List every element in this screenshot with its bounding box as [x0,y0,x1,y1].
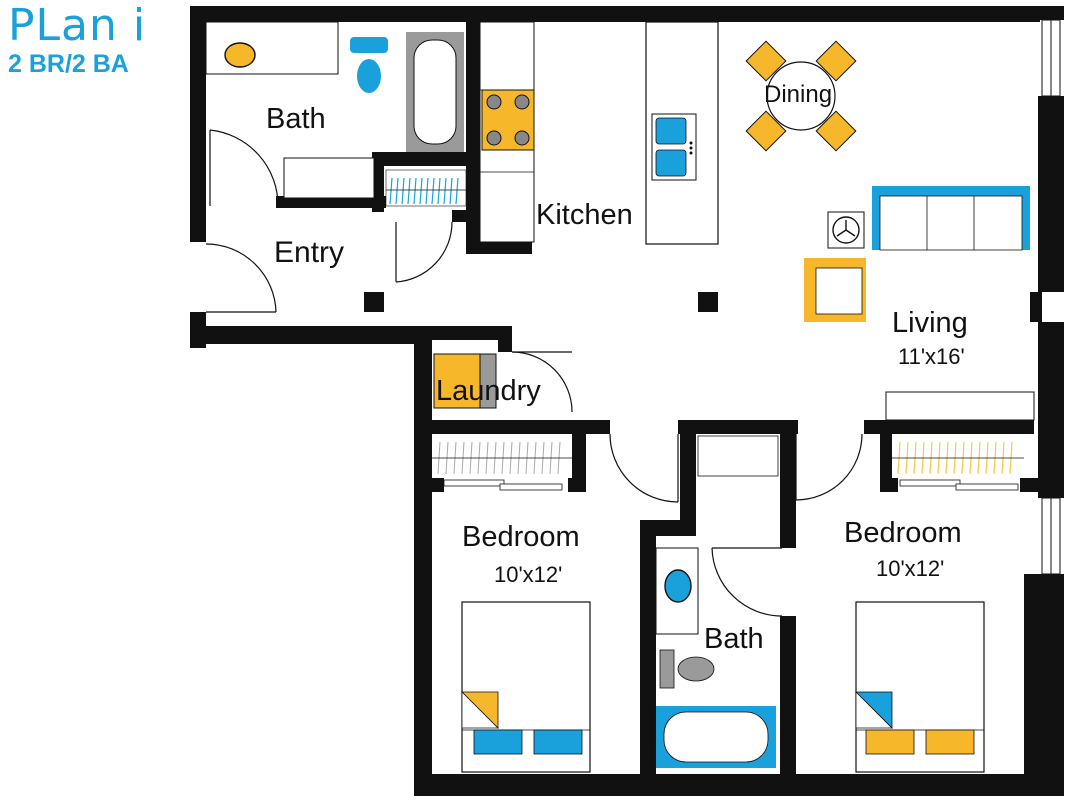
wall-bottom [414,774,1040,796]
pillow-icon [473,729,523,755]
pillow-icon [533,729,583,755]
dining-table-icon [766,61,836,131]
living-furniture [804,186,1035,421]
kitchen-fixtures [479,21,719,245]
wall-entry-bottom [190,326,430,344]
vanity-counter [205,21,339,75]
label-entry: Entry [274,236,344,269]
wall-bath2-right-upper [780,420,796,548]
doors [205,129,863,617]
wall-kitchen-left [466,22,480,254]
plan-title-block: PLan i 2 BR/2 BA [8,2,188,102]
wall-closet-bottom-r [452,210,480,222]
walls [190,6,1064,796]
label-kitchen: Kitchen [536,199,633,231]
label-bedroom-right: Bedroom [844,517,962,549]
chair-icon [745,40,787,82]
wall-bedroom-right-top [864,420,1034,434]
closet-right-return-c [1020,478,1038,492]
wall-bedroom-left [414,326,432,796]
laundry-fixtures [433,353,497,409]
bath2-toilet-bowl-icon [677,656,715,682]
bath2-hall-shelf [697,435,779,477]
bed-right-icon [855,601,985,773]
closet-right-return-b [880,478,898,492]
pillow-icon [865,729,915,755]
wall-bath2-left [680,420,696,528]
label-dining: Dining [764,81,832,108]
dining-set [745,40,857,152]
wall-top [190,6,1040,22]
wall-bath2-right-lower [780,616,796,784]
column-left [364,292,384,312]
wall-right-b [1030,292,1042,322]
label-bedroom-left: Bedroom [462,521,580,553]
chair-icon [815,110,857,152]
room-labels: Bath Entry Kitchen Dining Living 11'x16'… [266,81,968,655]
wall-closet-left [372,152,384,212]
label-living: Living [892,307,968,339]
wall-bedroom-left-top [414,420,610,434]
wall-left-upper [190,6,206,242]
chair-icon [815,40,857,82]
sink-icon [224,42,256,68]
wall-right-c [1038,322,1064,498]
dryer-icon [479,353,497,409]
tv-console-icon [885,391,1035,421]
closet-right-return-a [880,420,892,490]
second-bath-fixtures [655,435,779,768]
wall-kitchen-bottom [466,240,532,254]
wall-bedroom-left-top2 [678,420,798,434]
wall-bath2-left-lower [640,520,656,780]
label-bedroom-right-dim: 10'x12' [876,556,944,581]
wall-laundry-top [414,326,512,340]
bed-left-icon [461,601,591,773]
label-bedroom-left-dim: 10'x12' [494,562,562,587]
label-bath-second: Bath [704,623,764,655]
chair-icon [745,110,787,152]
closet-left-return-a [432,478,444,492]
column-right [698,292,718,312]
toilet-bowl-icon [357,59,381,93]
washer-icon [433,353,481,409]
label-bath-main: Bath [266,103,326,135]
toilet-tank-icon [350,37,388,53]
bath-shelf [283,157,375,199]
bath2-sink-icon [664,569,692,603]
wall-closet-top [372,152,480,166]
closet-right-rod [892,434,1024,478]
label-laundry: Laundry [436,375,541,407]
plan-subtitle: 2 BR/2 BA [8,50,129,78]
windows [1041,19,1061,575]
wall-laundry-stub [498,326,512,352]
closet-left-return-c [572,420,586,490]
plan-name: PLan i [8,0,147,51]
wall-right-upper [1038,6,1064,20]
wall-right-a [1038,96,1064,292]
main-bath-fixtures [205,21,467,207]
wall-bath-bottom [276,196,386,208]
label-living-dim: 11'x16' [898,344,965,369]
bath2-toilet-tank-icon [659,649,675,689]
bedroom-closets [432,434,1024,491]
wall-right-d [1024,574,1064,796]
pillow-icon [925,729,975,755]
